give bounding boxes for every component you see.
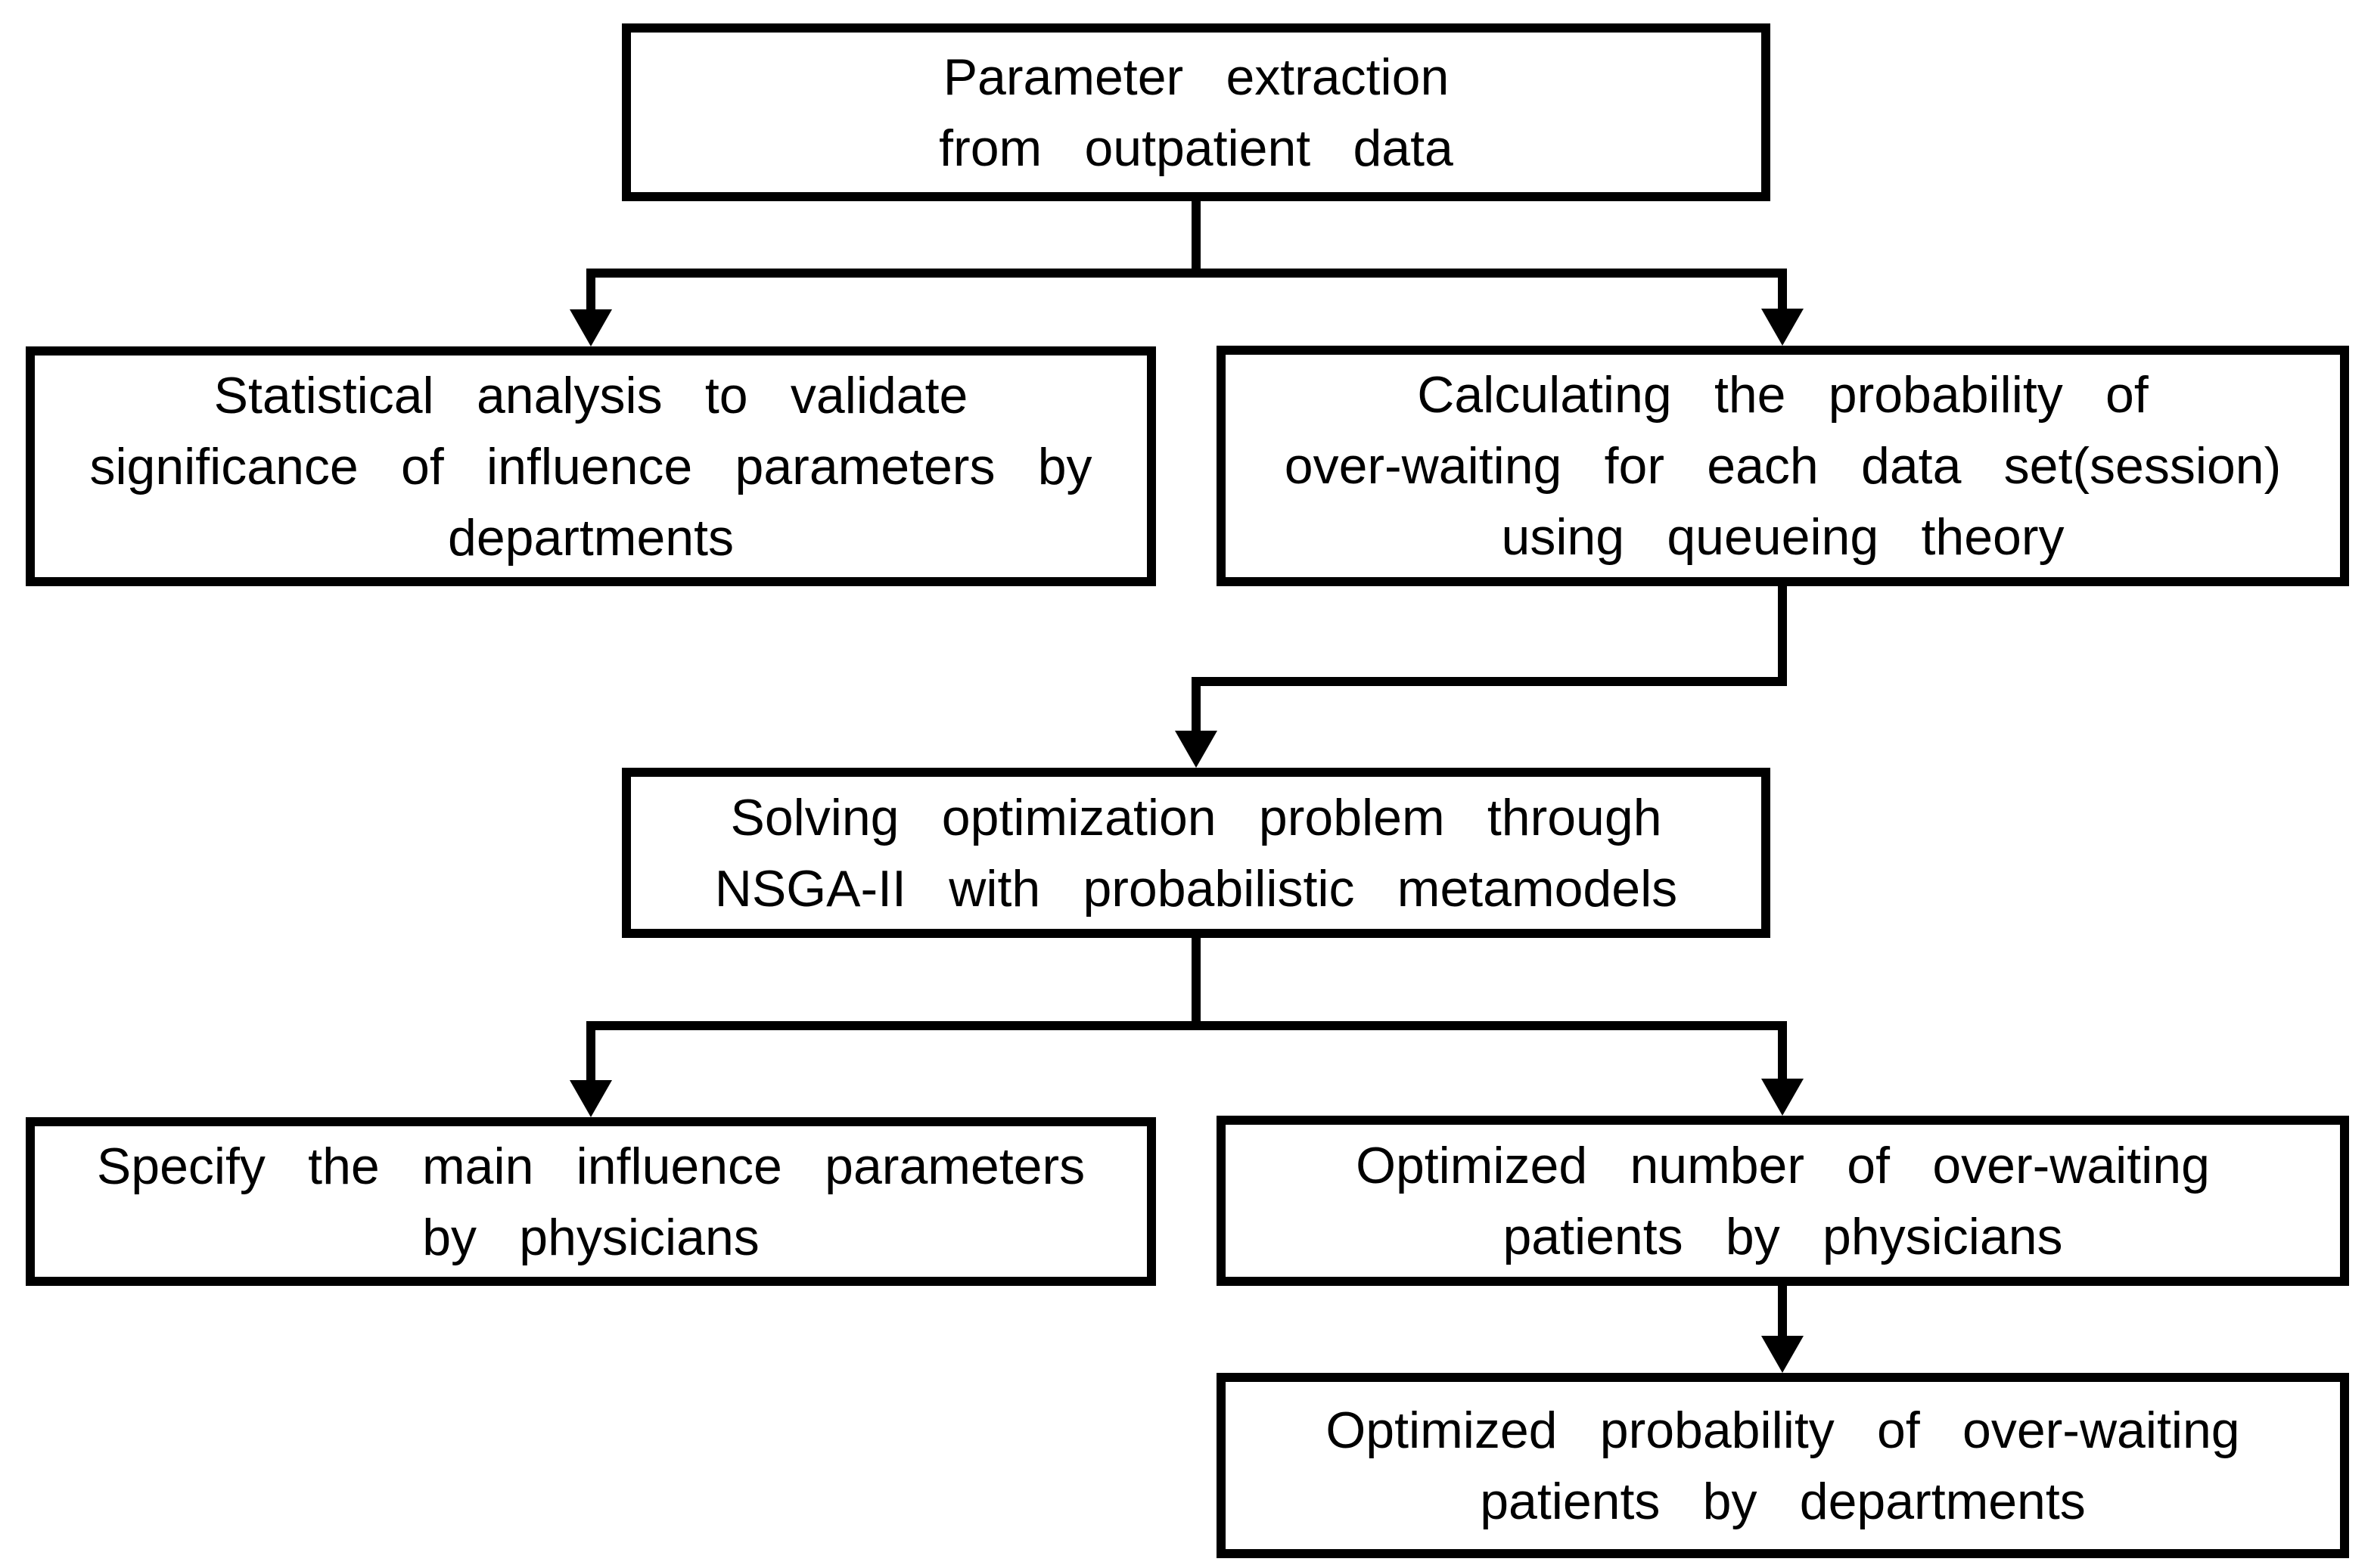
- node-calculating-probability-label: Calculating the probability of over-wait…: [1284, 366, 2282, 566]
- node-parameter-extraction: Parameter extraction from outpatient dat…: [622, 23, 1770, 201]
- connector-top-split-rail: [586, 269, 1787, 313]
- arrowhead-to-specify-parameters: [570, 1080, 612, 1117]
- arrowhead-to-calculating-probability: [1761, 309, 1804, 346]
- node-solving-optimization: Solving optimization problem through NSG…: [622, 768, 1770, 938]
- connector-calculating-to-solving: [1192, 582, 1787, 732]
- arrowhead-to-optimized-number: [1761, 1079, 1804, 1116]
- node-statistical-analysis: Statistical analysis to validate signifi…: [26, 346, 1156, 586]
- node-solving-optimization-label: Solving optimization problem through NSG…: [714, 788, 1678, 918]
- node-statistical-analysis-label: Statistical analysis to validate signifi…: [89, 366, 1092, 567]
- node-optimized-probability-label: Optimized probability of over-waiting pa…: [1325, 1401, 2240, 1530]
- node-optimized-number: Optimized number of over-waiting patient…: [1217, 1116, 2349, 1286]
- arrowhead-to-solving-optimization: [1175, 731, 1217, 768]
- node-optimized-probability: Optimized probability of over-waiting pa…: [1217, 1373, 2349, 1558]
- node-parameter-extraction-label: Parameter extraction from outpatient dat…: [939, 48, 1453, 177]
- node-calculating-probability: Calculating the probability of over-wait…: [1217, 346, 2349, 586]
- arrowhead-to-optimized-probability: [1761, 1336, 1804, 1373]
- connector-middle-split-rail: [586, 1021, 1787, 1082]
- arrowhead-to-statistical-analysis: [570, 309, 612, 346]
- node-specify-parameters: Specify the main influence parameters by…: [26, 1117, 1156, 1286]
- node-optimized-number-label: Optimized number of over-waiting patient…: [1356, 1136, 2210, 1265]
- node-specify-parameters-label: Specify the main influence parameters by…: [96, 1137, 1086, 1266]
